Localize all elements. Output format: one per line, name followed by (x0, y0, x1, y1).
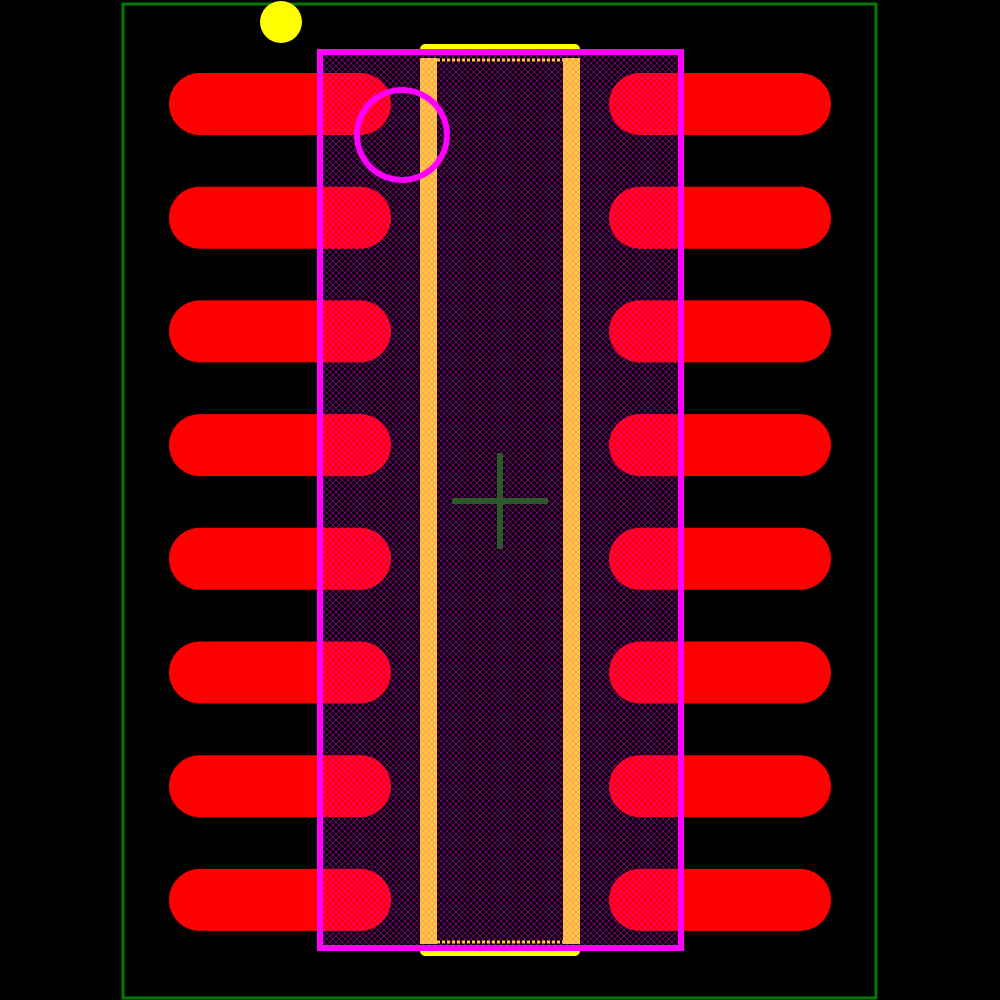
fabrication-outline (317, 49, 684, 951)
pin1-silkscreen-dot (260, 1, 302, 43)
courtyard-outline (121, 2, 878, 1000)
pin1-fab-marker (354, 87, 450, 183)
body-left-rail-hatch (420, 58, 437, 944)
origin-crosshair (452, 453, 548, 549)
body-right-rail-hatch (563, 58, 580, 944)
